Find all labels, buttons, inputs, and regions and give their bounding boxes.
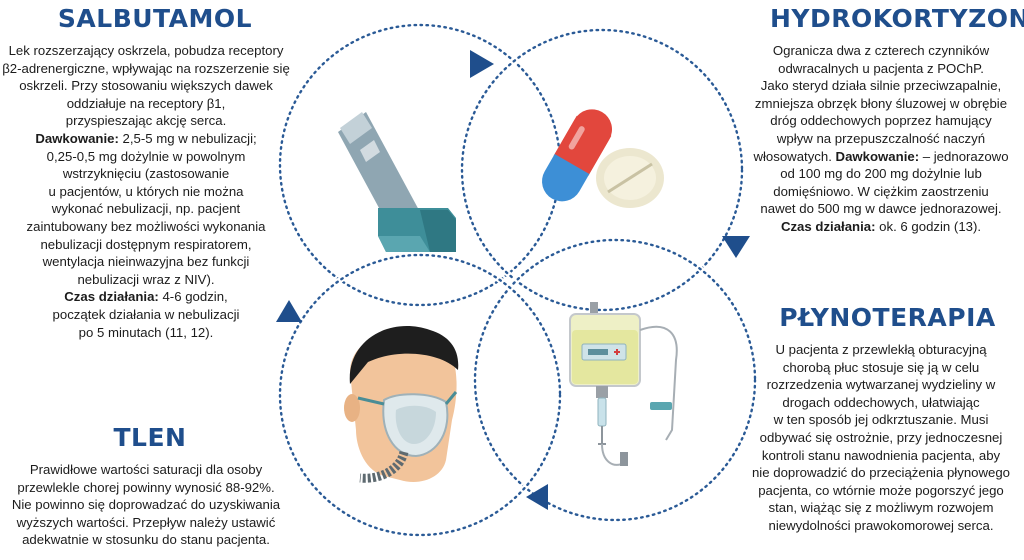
- text-line: wstrzyknięciu (zastosowanie: [62, 166, 230, 182]
- text-line: u pacjentów, u których nie można: [48, 183, 244, 199]
- circle-hydrokortyzon: [459, 27, 745, 313]
- time-value: 4-6 godzin,: [158, 289, 228, 305]
- plynoterapia-description: U pacjenta z przewlekłą obturacyjną chor…: [738, 341, 1024, 535]
- text-line: nebulizacji dostępnym respiratorem,: [40, 236, 252, 252]
- text-line: Jako steryd działa silnie przeciwzapalni…: [760, 78, 1002, 94]
- text-line: od 100 mg do 200 mg dożylnie lub: [780, 166, 982, 182]
- text-line: wpływ na przepuszczalność naczyń: [776, 130, 986, 146]
- text-line: drogach oddechowych, ułatwiając: [782, 394, 980, 410]
- arrow-down-icon: [722, 236, 750, 258]
- text-line: Prawidłowe wartości saturacji dla osoby: [29, 462, 263, 477]
- text-line: przewlekle chorej powinny wynosić 88-92%…: [17, 479, 275, 495]
- text-line: rozrzedzenia wytwarzanej wydzieliny w: [766, 377, 996, 393]
- arrow-left-icon: [526, 484, 548, 510]
- time-line: Czas działania: 4-6 godzin,: [0, 288, 292, 306]
- text-line: wykonać nebulizacji, np. pacjent: [51, 201, 241, 217]
- text-line: stan, wiążąc się z możliwym rozwojem: [768, 500, 994, 516]
- iv-drip-icon: [569, 302, 678, 466]
- circle-plynoterapia: [472, 237, 758, 523]
- text-line: zmniejsza obrzęk błony śluzowej w obrębi…: [754, 95, 1008, 111]
- salbutamol-title: SALBUTAMOL: [57, 4, 253, 33]
- text-line: wentylacja nieinwazyjna bez funkcji: [42, 254, 250, 270]
- text-line: przyspieszając akcję serca.: [65, 113, 227, 129]
- text-line: początek działania w nebulizacji: [52, 306, 240, 322]
- salbutamol-description: Lek rozszerzający oskrzela, pobudza rece…: [0, 42, 292, 341]
- time-label: Czas działania:: [780, 218, 876, 234]
- time-value: ok. 6 godzin (13).: [875, 218, 982, 234]
- dose-prefix: włosowatych.: [753, 148, 836, 164]
- text-line: pacjenta, co wtórnie może pogorszyć jego: [758, 482, 1004, 498]
- text-line: domięśniowo. W ciężkim zaostrzeniu: [773, 183, 989, 199]
- text-line: 0,25-0,5 mg dożylnie w powolnym: [46, 148, 246, 164]
- dose-value: 2,5-5 mg w nebulizacji;: [118, 130, 257, 146]
- tlen-title: TLEN: [113, 423, 187, 452]
- dose-line: włosowatych. Dawkowanie: – jednorazowo: [738, 148, 1024, 166]
- text-line: nie doprowadzić do przeciążenia płynoweg…: [751, 465, 1011, 481]
- text-line: oddziałuje na receptory β1,: [66, 95, 226, 111]
- text-line: dróg oddechowych poprzez hamujący: [770, 113, 992, 129]
- text-line: wyższych wartości. Przepływ należy ustaw…: [16, 514, 276, 530]
- inhaler-icon: [338, 112, 456, 252]
- text-line: odwracalnych u pacjenta z POChP.: [778, 60, 984, 76]
- arrow-up-icon: [276, 300, 302, 322]
- text-line: nebulizacji wraz z NIV).: [77, 271, 215, 287]
- circle-salbutamol: [277, 22, 563, 308]
- dose-label: Dawkowanie:: [835, 148, 920, 164]
- text-line: niewydolności prawokomorowej serca.: [768, 517, 994, 533]
- text-line: Ogranicza dwa z czterech czynników: [772, 43, 990, 58]
- text-line: kontroli stanu nawodnienia pacjenta, aby: [761, 447, 1001, 463]
- text-line: odbywać się ostrożnie, przy jednoczesnej: [759, 429, 1003, 445]
- oxygen-mask-icon: [344, 326, 459, 483]
- pills-icon: [542, 109, 664, 208]
- dose-line: Dawkowanie: 2,5-5 mg w nebulizacji;: [0, 130, 292, 148]
- hydrokortyzon-title: HYDROKORTYZON: [770, 4, 1024, 33]
- arrow-right-icon: [470, 50, 494, 78]
- text-line: po 5 minutach (11, 12).: [78, 324, 214, 340]
- text-line: β2-adrenergiczne, wpływając na rozszerze…: [2, 60, 290, 76]
- circle-tlen: [277, 252, 563, 538]
- time-label: Czas działania:: [64, 289, 159, 305]
- text-line: U pacjenta z przewlekłą obturacyjną: [775, 342, 987, 357]
- time-line: Czas działania: ok. 6 godzin (13).: [738, 218, 1024, 236]
- text-line: nawet do 500 mg w dawce jednorazowej.: [760, 201, 1002, 217]
- text-line: Nie powinno się doprowadzać do uzyskiwan…: [11, 497, 281, 513]
- text-line: zaintubowany bez możliwości wykonania: [26, 218, 266, 234]
- dose-value: – jednorazowo: [919, 148, 1009, 164]
- text-line: adekwatnie w stosunku do stanu pacjenta.: [22, 532, 270, 548]
- tlen-description: Prawidłowe wartości saturacji dla osoby …: [0, 461, 292, 549]
- text-line: oskrzeli. Przy stosowaniu większych dawe…: [19, 78, 273, 94]
- plynoterapia-title: PŁYNOTERAPIA: [779, 303, 996, 332]
- hydrokortyzon-description: Ogranicza dwa z czterech czynników odwra…: [738, 42, 1024, 236]
- dose-label: Dawkowanie:: [35, 130, 119, 146]
- text-line: chorobą płuc stosuje się ją w celu: [782, 359, 980, 375]
- text-line: Lek rozszerzający oskrzela, pobudza rece…: [8, 43, 284, 58]
- text-line: w ten sposób jej odkrztuszanie. Musi: [773, 412, 989, 428]
